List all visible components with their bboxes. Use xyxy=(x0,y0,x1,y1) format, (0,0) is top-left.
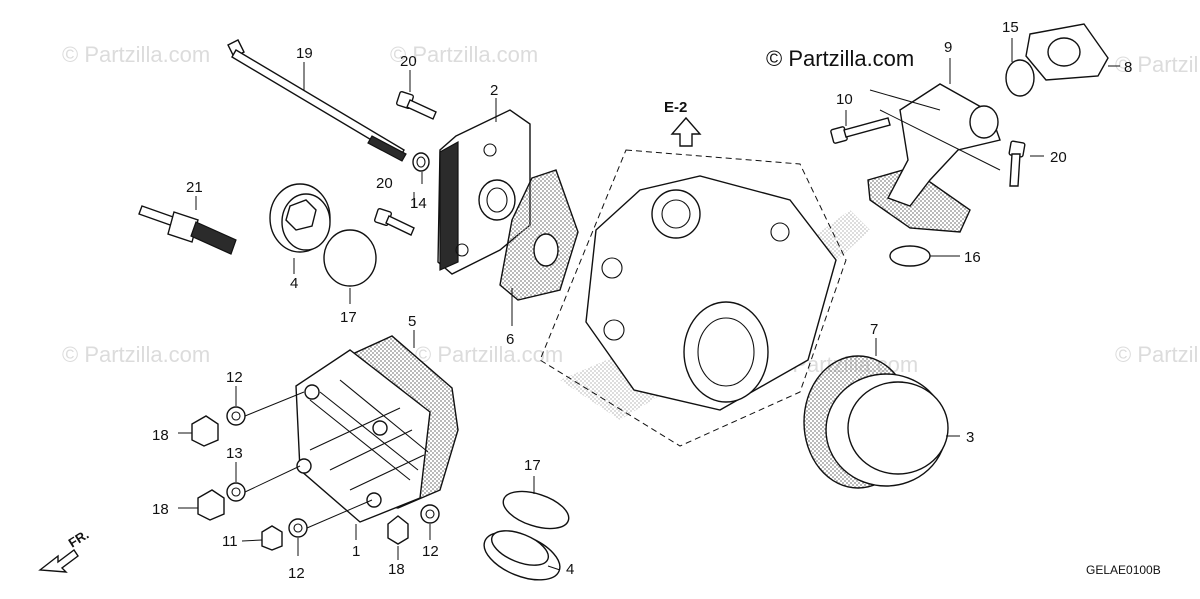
reference-e2[interactable]: E-2 xyxy=(664,99,702,147)
diagram-code: GELAE0100B xyxy=(1086,563,1161,577)
part-20-flange-bolt[interactable] xyxy=(1008,140,1026,187)
callout-18: 18 xyxy=(152,501,169,518)
watermark-text: © Partzilla.com xyxy=(415,342,563,367)
callout-20: 20 xyxy=(400,53,417,70)
part-6-tensioner-gasket[interactable] xyxy=(499,169,579,301)
callout-16: 16 xyxy=(964,249,981,266)
watermark-text: © Partzilla.com xyxy=(62,342,210,367)
callout-21: 21 xyxy=(186,179,203,196)
part-12-sealing-washer[interactable] xyxy=(288,518,308,538)
arrow-icon xyxy=(38,548,79,573)
callout-4: 4 xyxy=(290,275,298,292)
watermark-text: © Partzilla.com xyxy=(1115,52,1200,77)
part-10-flange-bolt[interactable] xyxy=(830,117,891,144)
part-14-washer[interactable] xyxy=(412,152,430,172)
part-19-stud-bolt[interactable] xyxy=(227,39,407,162)
callout-6: 6 xyxy=(506,331,514,348)
watermark-text: © Partzilla.com xyxy=(390,42,538,67)
part-3-cylinder-head-side-cover[interactable] xyxy=(825,373,949,487)
part-15-o-ring[interactable] xyxy=(1005,59,1035,97)
part-16-o-ring[interactable] xyxy=(889,245,931,267)
callout-18: 18 xyxy=(388,561,405,578)
leader-lines xyxy=(178,38,1120,571)
part-2-cam-chain-tensioner[interactable] xyxy=(437,109,531,275)
brand-watermark: © Partzilla.com xyxy=(766,46,914,71)
callout-14: 14 xyxy=(410,195,427,212)
part-20-flange-bolt[interactable] xyxy=(373,207,415,236)
part-17-o-ring[interactable] xyxy=(323,229,377,287)
callout-7: 7 xyxy=(870,321,878,338)
part-21-spark-plug[interactable] xyxy=(138,205,237,255)
part-12-sealing-washer[interactable] xyxy=(226,406,246,426)
callout-19: 19 xyxy=(296,45,313,62)
part-18-cap-nut[interactable] xyxy=(191,415,219,447)
callout-18: 18 xyxy=(152,427,169,444)
callout-17: 17 xyxy=(524,457,541,474)
callout-10: 10 xyxy=(836,91,853,108)
callout-13: 13 xyxy=(226,445,243,462)
callout-9: 9 xyxy=(944,39,952,56)
callout-4: 4 xyxy=(566,561,574,578)
part-8-insulator[interactable] xyxy=(1025,23,1109,81)
watermark-text: © Partzilla.com xyxy=(62,42,210,67)
callout-1: 1 xyxy=(352,543,360,560)
callout-numbers: 19 20 2 21 20 14 4 17 6 5 12 18 13 18 11… xyxy=(152,19,1132,582)
front-label: FR. xyxy=(66,527,92,551)
callout-12: 12 xyxy=(422,543,439,560)
part-20-flange-bolt[interactable] xyxy=(395,90,437,120)
callout-2: 2 xyxy=(490,82,498,99)
callout-8: 8 xyxy=(1124,59,1132,76)
part-18-cap-nut[interactable] xyxy=(197,489,225,521)
callout-3: 3 xyxy=(966,429,974,446)
part-4-tappet-hole-cap[interactable] xyxy=(477,522,566,589)
callout-11: 11 xyxy=(222,533,238,550)
reference-label: E-2 xyxy=(664,99,687,116)
callout-5: 5 xyxy=(408,313,416,330)
callout-12: 12 xyxy=(226,369,243,386)
part-9-inlet-pipe[interactable] xyxy=(867,83,1001,233)
part-11-nut[interactable] xyxy=(261,525,283,551)
watermark-text: © Partzilla.com xyxy=(1115,342,1200,367)
callout-20: 20 xyxy=(1050,149,1067,166)
callout-17: 17 xyxy=(340,309,357,326)
callout-20: 20 xyxy=(376,175,393,192)
part-17-o-ring[interactable] xyxy=(499,484,574,535)
part-12-sealing-washer[interactable] xyxy=(420,504,440,524)
callout-12: 12 xyxy=(288,565,305,582)
cylinder-head-assembly xyxy=(539,149,870,447)
part-18-cap-nut[interactable] xyxy=(387,515,409,545)
part-1-cylinder-head-cover[interactable] xyxy=(295,349,431,523)
part-4-tappet-hole-cap[interactable] xyxy=(269,183,331,253)
callout-15: 15 xyxy=(1002,19,1019,36)
front-direction-indicator: FR. xyxy=(38,527,92,573)
part-13-sealing-washer[interactable] xyxy=(226,482,246,502)
